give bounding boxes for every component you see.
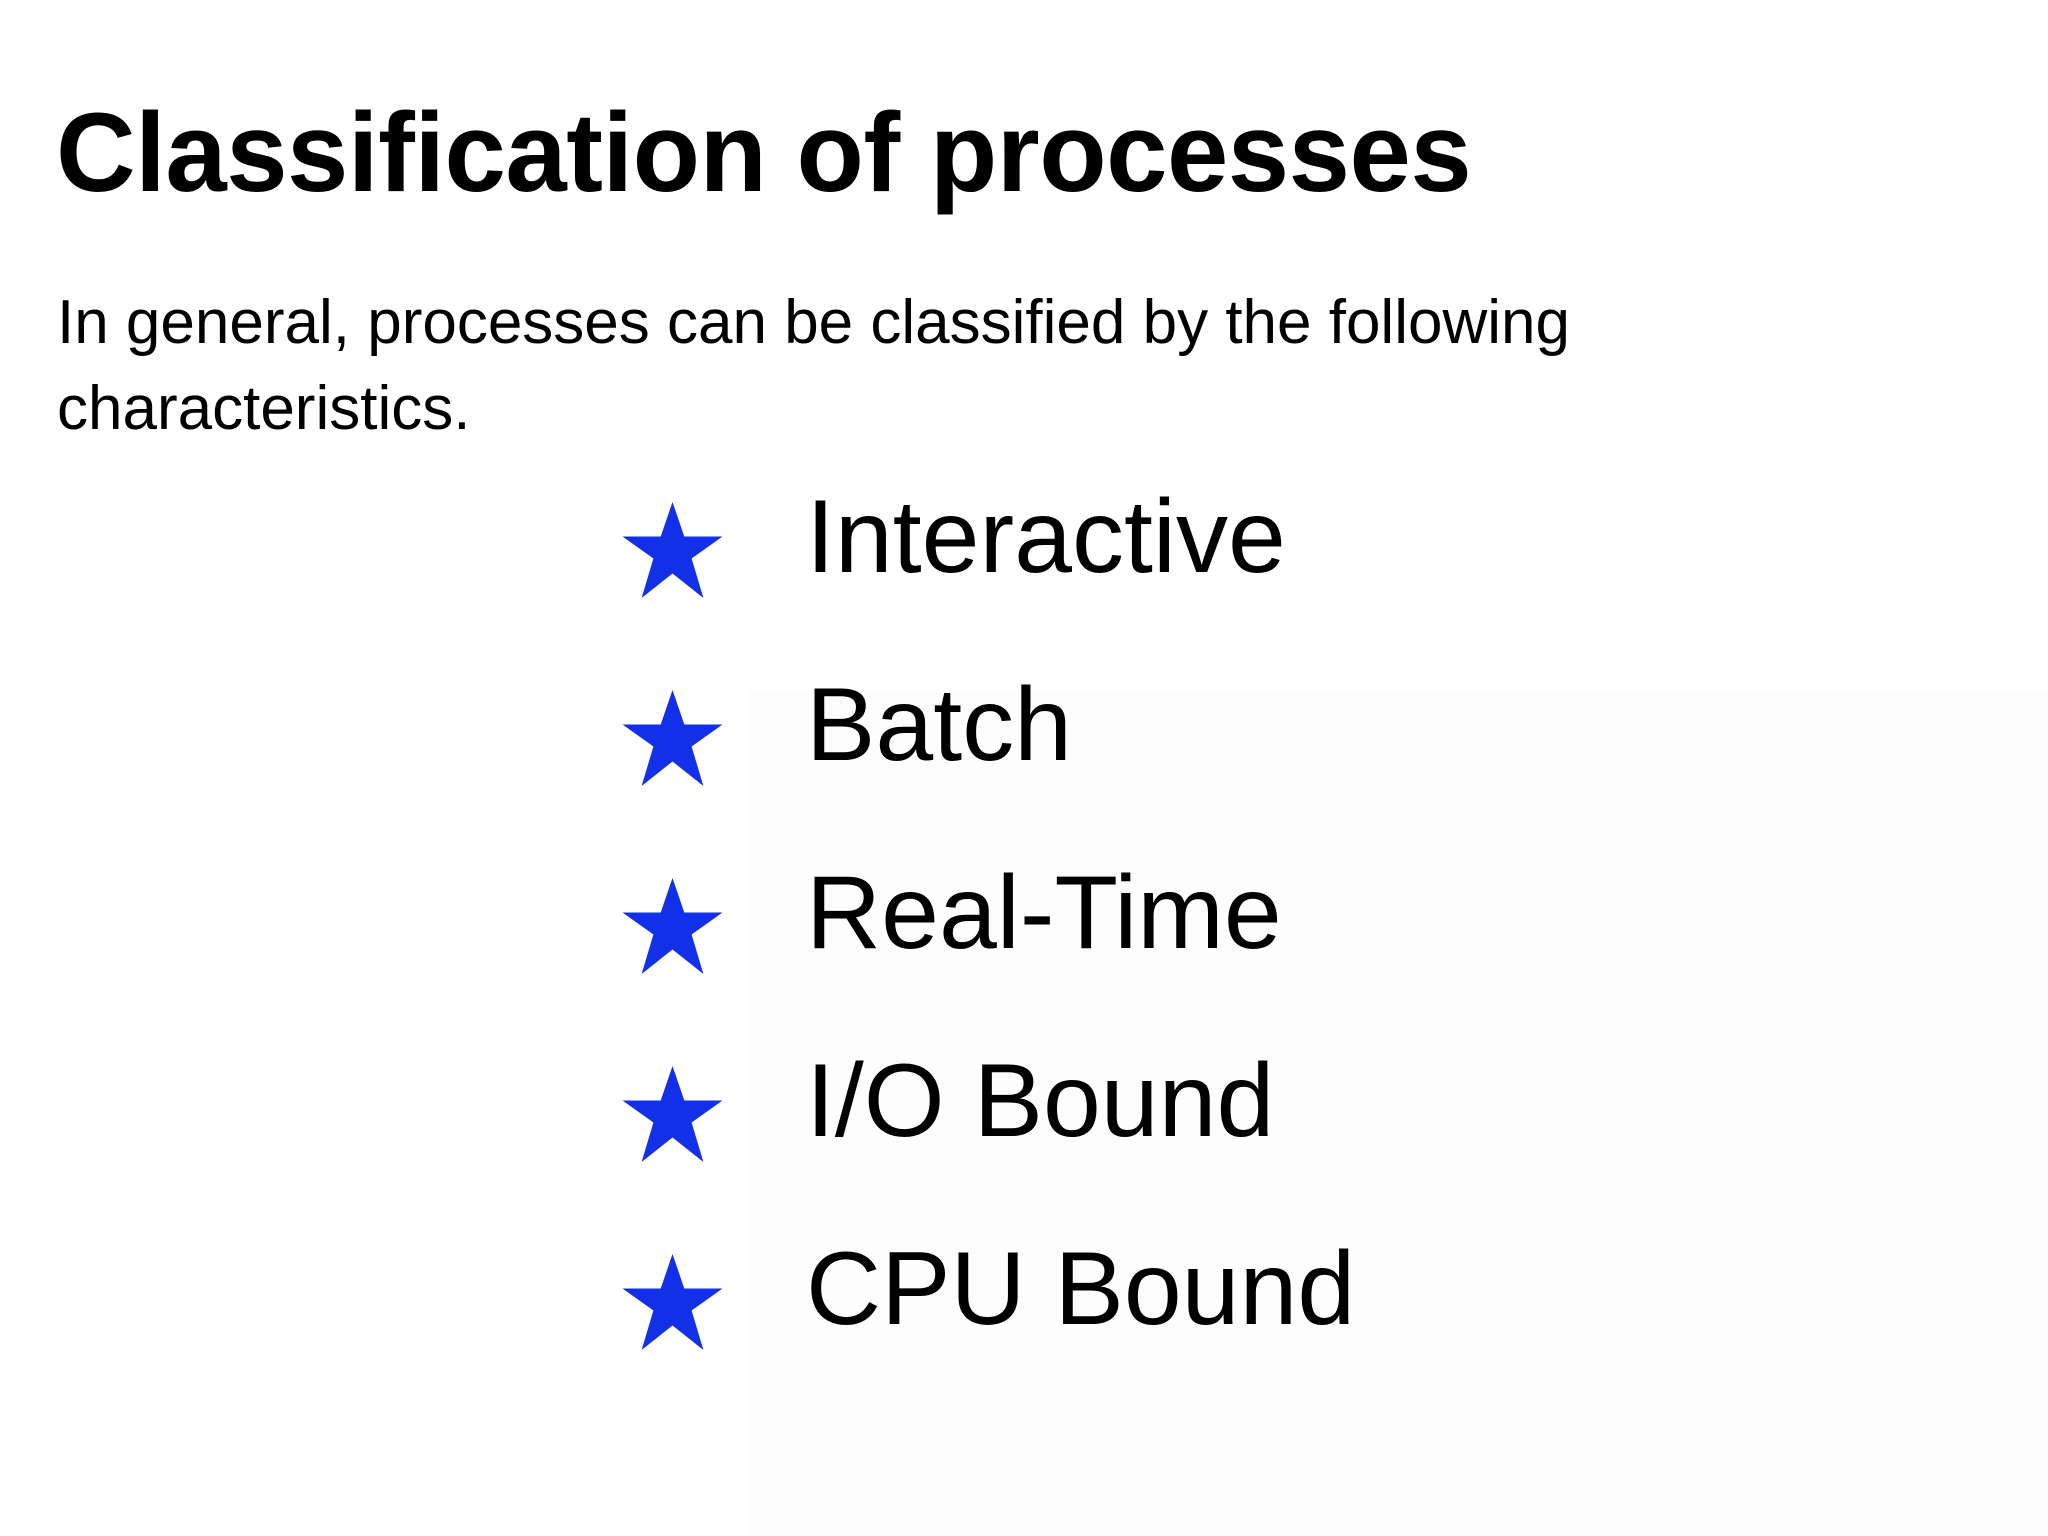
list-item: I/O Bound xyxy=(0,1042,2048,1230)
star-icon xyxy=(622,1254,723,1350)
list-item-label: Batch xyxy=(806,667,1072,783)
list-item-label: CPU Bound xyxy=(806,1231,1356,1347)
star-icon xyxy=(622,1066,723,1162)
star-icon xyxy=(622,690,723,786)
page-title: Classification of processes xyxy=(56,90,1472,216)
list-item: Real-Time xyxy=(0,854,2048,1042)
list-item: CPU Bound xyxy=(0,1230,2048,1418)
list-item: Batch xyxy=(0,666,2048,854)
list-item-label: Real-Time xyxy=(806,855,1282,971)
star-icon xyxy=(622,878,723,974)
list-item-label: I/O Bound xyxy=(806,1043,1275,1159)
star-icon xyxy=(622,502,723,598)
list-item: Interactive xyxy=(0,478,2048,666)
process-classification-list: Interactive Batch Real-Time xyxy=(0,478,2048,1418)
slide-intro-text: In general, processes can be classified … xyxy=(57,288,1570,443)
list-item-label: Interactive xyxy=(806,479,1286,595)
